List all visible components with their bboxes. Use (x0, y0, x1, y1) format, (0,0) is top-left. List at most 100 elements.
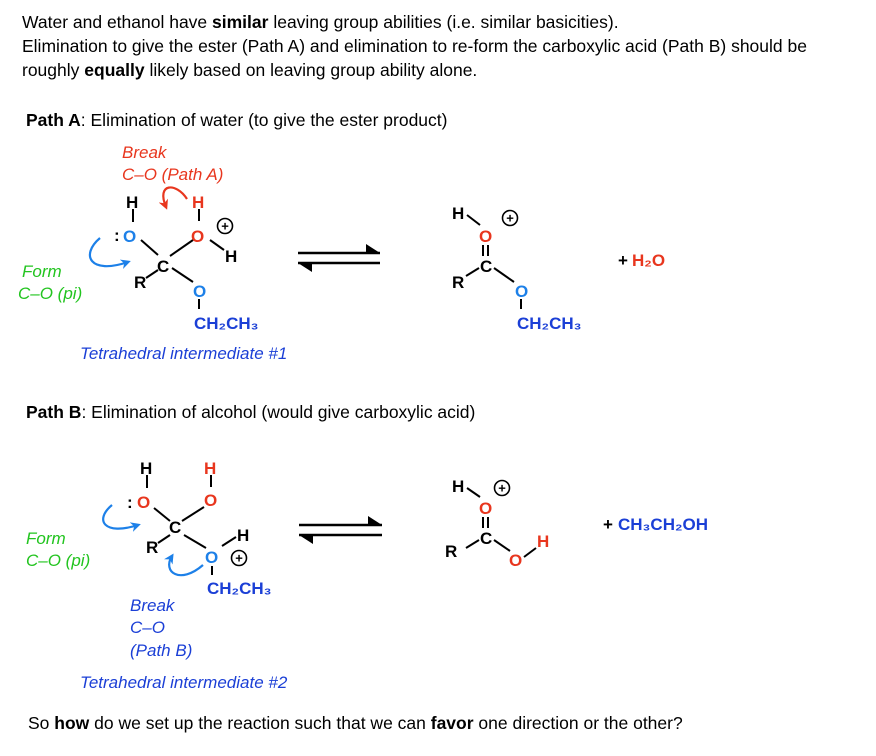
path-b-form-label: C–O (pi) (26, 551, 90, 570)
path-a-scheme: Break C–O (Path A) Form C–O (pi) H : O C… (18, 143, 665, 363)
lone-pair: : (114, 226, 120, 245)
path-a-title: Path A (26, 110, 81, 130)
bond (153, 507, 171, 522)
intro-text: leaving group abilities (i.e. similar ba… (268, 12, 619, 32)
electron-arrow-blue (164, 553, 204, 577)
atom-r: R (146, 538, 158, 557)
atom-o: O (515, 282, 528, 301)
atom-o: O (123, 227, 136, 246)
positive-charge-icon (501, 209, 519, 227)
path-b-heading: Path B: Elimination of alcohol (would gi… (26, 402, 475, 423)
path-a-break-label: Break (122, 143, 168, 162)
equilibrium-arrows-icon (298, 244, 380, 272)
path-b-break-label: Break (130, 596, 176, 615)
atom-o: O (204, 491, 217, 510)
bond (157, 534, 171, 544)
byproduct-ethanol: CH₃CH₂OH (618, 515, 708, 534)
closing-text: So (28, 713, 55, 733)
intro-paragraph: Water and ethanol have similar leaving g… (22, 10, 862, 82)
atom-o: O (193, 282, 206, 301)
bond (466, 487, 481, 498)
bond (465, 267, 480, 277)
bond (171, 267, 194, 283)
ethyl-group: CH₂CH₃ (517, 314, 582, 333)
electron-arrow-red (158, 186, 188, 210)
charge-plus: + (235, 551, 243, 566)
atom-o: O (509, 551, 522, 570)
path-b-description: : Elimination of alcohol (would give car… (81, 402, 476, 422)
atom-r: R (445, 542, 457, 561)
atom-o: O (479, 499, 492, 518)
atom-h: H (192, 193, 204, 212)
atom-h: H (452, 204, 464, 223)
intermediate-1-label: Tetrahedral intermediate #1 (80, 344, 287, 363)
bond (145, 269, 159, 279)
bond (181, 506, 205, 522)
closing-emphasis-favor: favor (430, 713, 474, 733)
intro-text: likely based on leaving group ability al… (144, 60, 478, 80)
electron-arrow-blue (88, 237, 131, 269)
bond (140, 239, 159, 256)
path-a-form-label: Form (22, 262, 62, 281)
intermediate-2-label: Tetrahedral intermediate #2 (80, 673, 288, 692)
closing-emphasis-how: how (54, 713, 90, 733)
byproduct-plus: + (603, 515, 613, 534)
bond (169, 239, 194, 257)
intro-text: Elimination to give the ester (Path A) a… (22, 36, 807, 80)
atom-o: O (191, 227, 204, 246)
bond (493, 267, 515, 283)
closing-question: So how do we set up the reaction such th… (28, 713, 683, 734)
atom-o: O (479, 227, 492, 246)
positive-charge-icon (230, 549, 248, 567)
atom-h: H (452, 477, 464, 496)
path-b-scheme: Form C–O (pi) H : O H O C R O H + CH₂CH₃… (26, 459, 708, 692)
bond (493, 539, 511, 552)
bond (466, 214, 481, 226)
atom-h: H (537, 532, 549, 551)
closing-text: do we set up the reaction such that we c… (89, 713, 431, 733)
bond (465, 539, 480, 549)
path-a-heading: Path A: Elimination of water (to give th… (26, 110, 447, 131)
bond (523, 547, 537, 558)
atom-h: H (140, 459, 152, 478)
charge-plus: + (498, 481, 506, 496)
atom-h: H (237, 526, 249, 545)
intro-emphasis-equally: equally (84, 60, 145, 80)
closing-text: one direction or the other? (473, 713, 683, 733)
bond (221, 536, 237, 547)
bond (209, 239, 225, 251)
intro-text: Water and ethanol have (22, 12, 213, 32)
atom-c: C (480, 257, 492, 276)
electron-arrow-blue (102, 504, 141, 532)
atom-o: O (205, 548, 218, 567)
path-a-form-label: C–O (pi) (18, 284, 82, 303)
atom-r: R (452, 273, 464, 292)
atom-c: C (480, 529, 492, 548)
ethyl-group: CH₂CH₃ (207, 579, 272, 598)
path-a-break-label: C–O (Path A) (122, 165, 223, 184)
bond (183, 534, 207, 549)
equilibrium-arrows-icon (299, 516, 382, 544)
atom-h: H (225, 247, 237, 266)
atom-c: C (157, 257, 169, 276)
positive-charge-icon (493, 479, 511, 497)
intro-emphasis-similar: similar (212, 12, 269, 32)
charge-plus: + (506, 211, 514, 226)
lone-pair: : (127, 493, 133, 512)
atom-h: H (126, 193, 138, 212)
atom-r: R (134, 273, 146, 292)
byproduct-plus: + (618, 251, 628, 270)
path-b-title: Path B (26, 402, 82, 422)
path-b-form-label: Form (26, 529, 66, 548)
positive-charge-icon (216, 217, 234, 235)
atom-h: H (204, 459, 216, 478)
path-b-break-label: (Path B) (130, 641, 192, 660)
charge-plus: + (221, 219, 229, 234)
path-b-break-label: C–O (130, 618, 165, 637)
atom-o: O (137, 493, 150, 512)
byproduct-water: H₂O (632, 251, 665, 270)
path-a-description: : Elimination of water (to give the este… (80, 110, 448, 130)
atom-c: C (169, 518, 181, 537)
ethyl-group: CH₂CH₃ (194, 314, 259, 333)
